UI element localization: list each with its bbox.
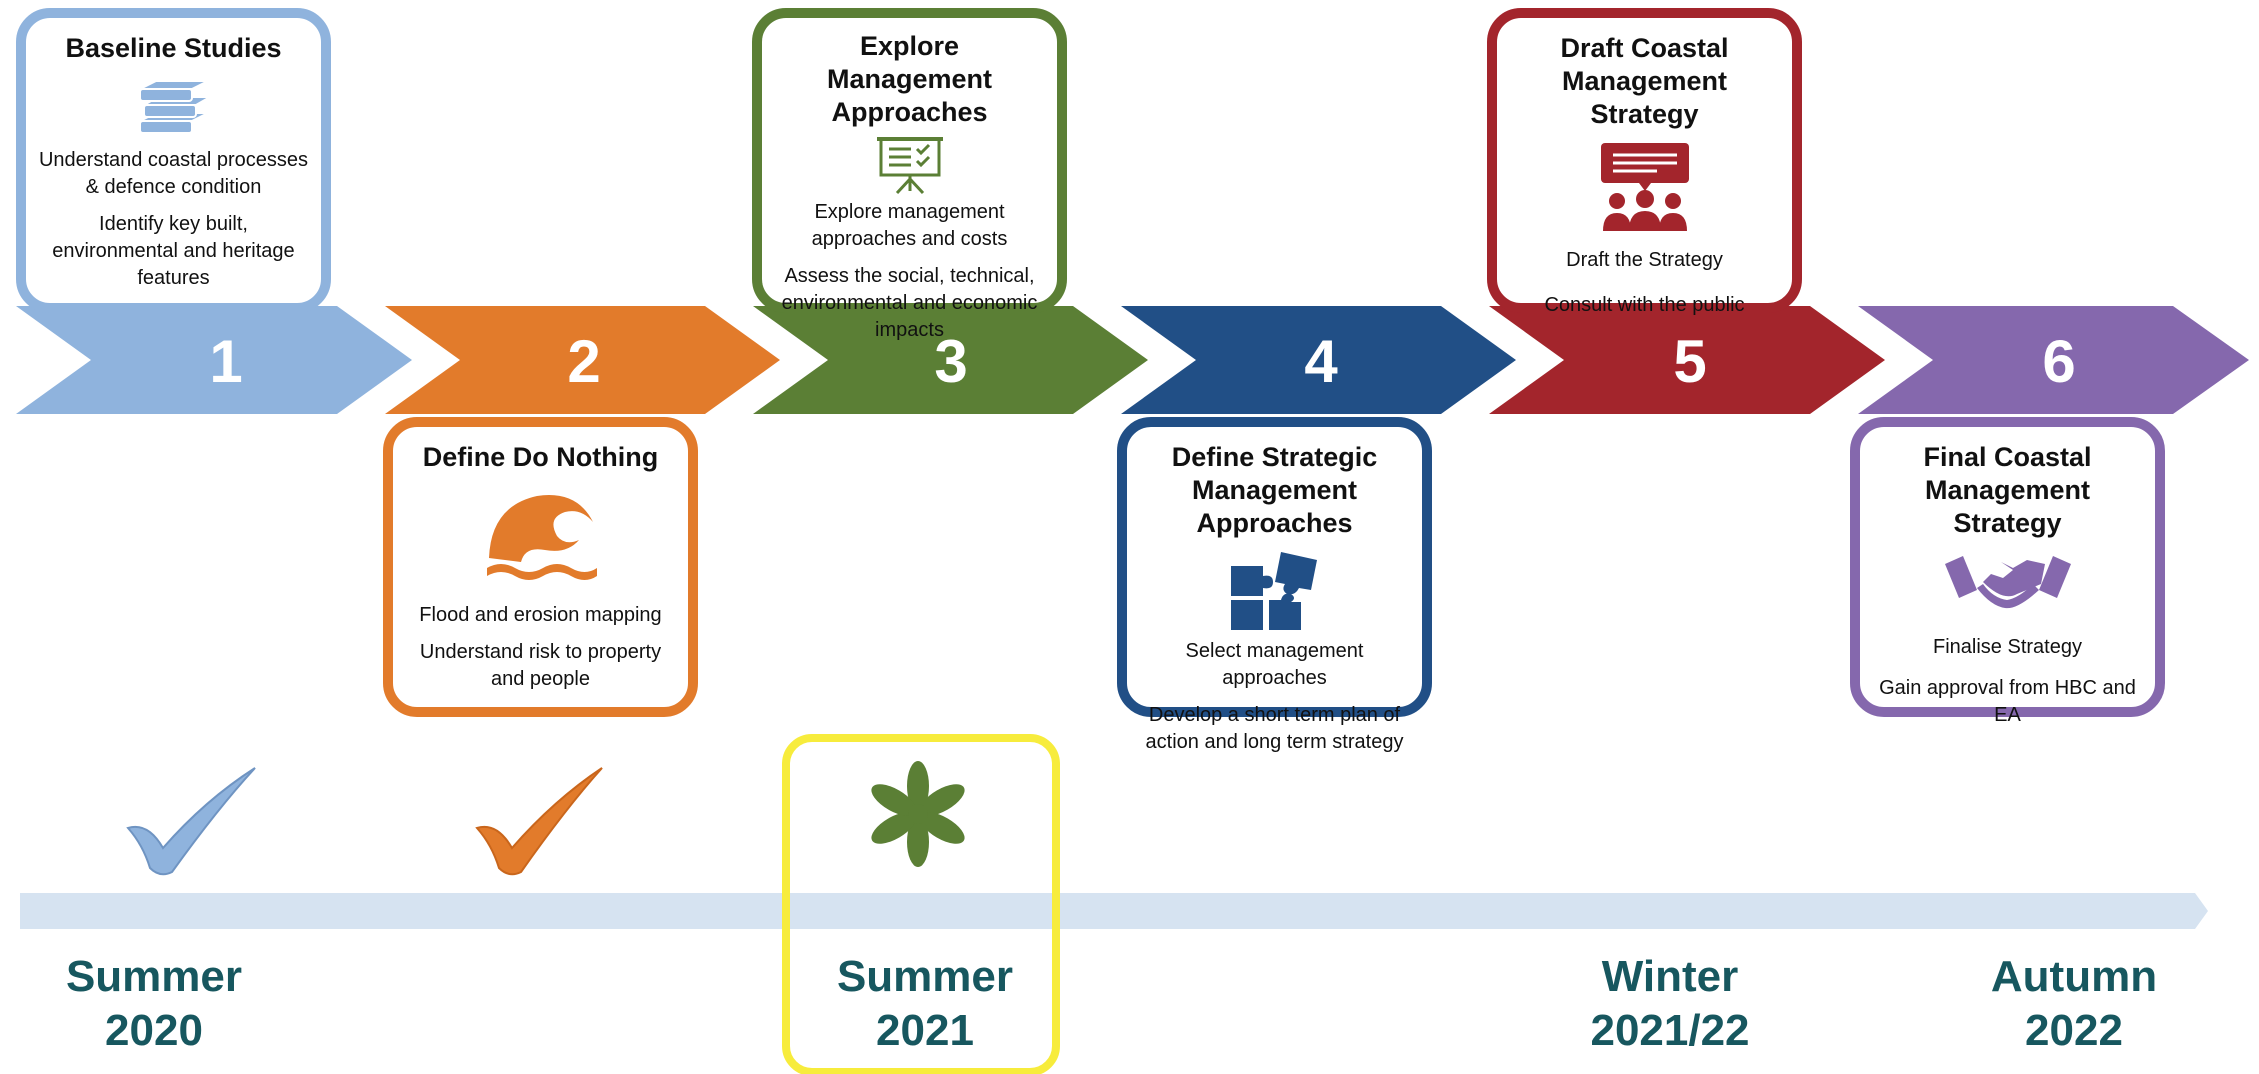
step-title: Draft Coastal Management Strategy: [1560, 33, 1729, 129]
step-text-1: Finalise Strategy: [1933, 636, 2082, 658]
presentation-board-icon: [876, 137, 943, 195]
checkmark-icon: [126, 767, 256, 876]
timeline-label-winter-2021-22: Winter 2021/22: [1520, 950, 1820, 1058]
step-title: Define Do Nothing: [422, 442, 659, 472]
timeline-bar: [20, 893, 2208, 929]
step-number-1: 1: [209, 328, 242, 395]
timeline-label-summer-2021: Summer 2021: [775, 950, 1075, 1058]
year-label: 2022: [2025, 1006, 2123, 1055]
step-text-1: Draft the Strategy: [1566, 249, 1723, 271]
step-text-2: Understand risk to property and people: [419, 641, 662, 690]
step-card-3: Explore Management Approaches Explore ma…: [752, 8, 1067, 341]
books-icon: [138, 80, 214, 134]
chevron-3: 3: [753, 306, 1148, 414]
step-text-2: Develop a short term plan of action and …: [1145, 704, 1404, 753]
step-text-1: Explore management approaches and costs: [811, 201, 1008, 250]
asterisk-icon: [871, 761, 965, 867]
step-number-2: 2: [567, 328, 600, 395]
step-card-1: Baseline Studies Understand coastal proc…: [16, 8, 331, 313]
step-number-6: 6: [2042, 328, 2075, 395]
step-number-4: 4: [1304, 328, 1338, 395]
step-title: Explore Management Approaches: [826, 31, 993, 127]
season-label: Summer: [836, 952, 1014, 1001]
step-card-4: Define Strategic Management Approaches S…: [1117, 417, 1432, 753]
checkmark-icon: [475, 767, 603, 876]
step-number-5: 5: [1673, 328, 1706, 395]
step-title: Baseline Studies: [65, 33, 282, 63]
step-title: Final Coastal Management Strategy: [1923, 442, 2092, 538]
year-label: 2020: [105, 1006, 203, 1055]
meeting-icon: [1600, 143, 1689, 231]
season-label: Winter: [1601, 952, 1739, 1001]
step-text-2: Identify key built, environmental and he…: [52, 213, 295, 289]
step-text-1: Flood and erosion mapping: [419, 604, 662, 626]
timeline-label-autumn-2022: Autumn 2022: [1924, 950, 2224, 1058]
chevron-2: 2: [385, 306, 780, 414]
year-label: 2021/22: [1590, 1006, 1750, 1055]
chevron-5: 5: [1489, 306, 1885, 414]
handshake-icon: [1944, 556, 2071, 609]
step-text-1: Select management approaches: [1185, 640, 1364, 689]
step-title: Define Strategic Management Approaches: [1171, 442, 1378, 538]
step-card-6: Final Coastal Management Strategy Finali…: [1850, 417, 2165, 726]
step-card-5: Draft Coastal Management Strategy Draft …: [1487, 8, 1802, 316]
year-label: 2021: [876, 1006, 974, 1055]
season-label: Autumn: [1990, 952, 2158, 1001]
timeline-label-summer-2020: Summer 2020: [4, 950, 304, 1058]
puzzle-icon: [1230, 552, 1317, 630]
step-text-2: Consult with the public: [1544, 294, 1745, 316]
chevron-4: 4: [1121, 306, 1516, 414]
step-text-2: Assess the social, technical, environmen…: [781, 265, 1038, 341]
step-text-2: Gain approval from HBC and EA: [1879, 677, 2136, 726]
season-label: Summer: [65, 952, 243, 1001]
current-stage-highlight: [782, 734, 1060, 1074]
step-card-2: Define Do Nothing Flood and erosion mapp…: [383, 417, 698, 717]
step-text-1: Understand coastal processes & defence c…: [38, 149, 309, 198]
wave-icon: [486, 495, 597, 580]
chevron-6: 6: [1858, 306, 2249, 414]
step-number-3: 3: [934, 328, 967, 395]
chevron-1: 1: [16, 306, 412, 414]
